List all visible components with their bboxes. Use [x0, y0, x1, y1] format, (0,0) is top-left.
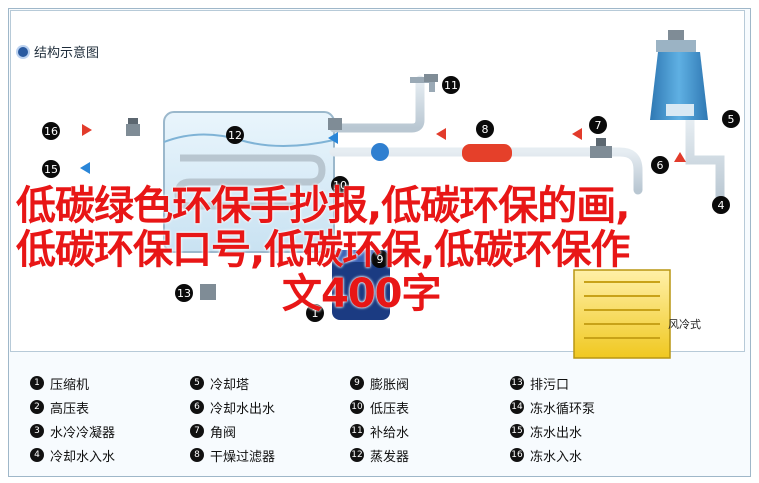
- overlay-line-2: 低碳环保口号,低碳环保,低碳环保作: [16, 227, 630, 273]
- legend-text: 高压表: [50, 401, 90, 417]
- left-pipes: [66, 126, 164, 172]
- badge-9: 9: [371, 250, 389, 268]
- overlay-line-1: 低碳绿色环保手抄报,低碳环保的画,: [16, 183, 630, 229]
- legend-text: 补给水: [370, 425, 410, 441]
- diagram-title: 结构示意图: [34, 46, 100, 61]
- legend-number: 3: [30, 424, 44, 438]
- legend-item: 14 冻水循环泵: [510, 398, 670, 417]
- legend-number: 2: [30, 400, 44, 414]
- legend-item: 2 高压表: [30, 398, 190, 417]
- diagram-header: 结构示意图: [18, 42, 99, 61]
- legend-item: 1 压缩机: [30, 374, 190, 393]
- valve-top: [328, 118, 342, 130]
- overlay-line-3: 文400字: [282, 271, 441, 317]
- legend-text: 低压表: [370, 401, 410, 417]
- legend-item: 9 膨胀阀: [350, 374, 510, 393]
- makeup-water-faucet: [410, 74, 438, 92]
- badge-10: 10: [331, 176, 349, 194]
- badge-13: 13: [175, 284, 193, 302]
- bullet-icon: [18, 46, 28, 57]
- legend-number: 7: [190, 424, 204, 438]
- badge-11: 11: [442, 76, 460, 94]
- legend-item: 8 干燥过滤器: [190, 446, 350, 465]
- legend-number: 9: [350, 376, 364, 390]
- valve-13: [200, 284, 216, 300]
- legend-text: 水冷冷凝器: [50, 425, 116, 441]
- legend-number: 5: [190, 376, 204, 390]
- legend-number: 12: [350, 448, 364, 462]
- air-cooled-condenser: [573, 269, 671, 359]
- legend-text: 冻水循环泵: [530, 401, 596, 417]
- valve-left: [126, 118, 140, 136]
- legend-number: 8: [190, 448, 204, 462]
- legend-item: 7 角阀: [190, 422, 350, 441]
- badge-5: 5: [722, 110, 740, 128]
- legend-item: 15 冻水出水: [510, 422, 670, 441]
- legend-number: 6: [190, 400, 204, 414]
- legend-number: 15: [510, 424, 524, 438]
- legend-item: 5 冷却塔: [190, 374, 350, 393]
- legend-text: 冻水入水: [530, 449, 583, 465]
- evaporator-coil: [174, 154, 326, 210]
- badge-1: 1: [306, 304, 324, 322]
- angle-valve: [590, 138, 612, 158]
- legend-number: 13: [510, 376, 524, 390]
- expansion-valve: [371, 143, 389, 161]
- badge-15: 15: [42, 160, 60, 178]
- legend-number: 11: [350, 424, 364, 438]
- air-cooled-label: 风冷式: [668, 318, 701, 331]
- legend-number: 14: [510, 400, 524, 414]
- legend-text: 排污口: [530, 377, 570, 393]
- legend-text: 压缩机: [50, 377, 90, 393]
- legend-number: 16: [510, 448, 524, 462]
- legend-text: 冷却水入水: [50, 449, 116, 465]
- legend-item: 12 蒸发器: [350, 446, 510, 465]
- badge-6: 6: [651, 156, 669, 174]
- legend-text: 蒸发器: [370, 449, 410, 465]
- badge-16: 16: [42, 122, 60, 140]
- badge-8: 8: [476, 120, 494, 138]
- legend-text: 冷却塔: [210, 377, 250, 393]
- legend-item: 16 冻水入水: [510, 446, 670, 465]
- legend-text: 干燥过滤器: [210, 449, 276, 465]
- badge-7: 7: [589, 116, 607, 134]
- cooling-tower: [650, 30, 708, 120]
- flow-arrows: [80, 124, 724, 214]
- dryer-filter: [462, 144, 512, 162]
- legend-item: 4 冷却水入水: [30, 446, 190, 465]
- legend-text: 冻水出水: [530, 425, 583, 441]
- legend-number: 1: [30, 376, 44, 390]
- legend: 1 压缩机 5 冷却塔 9 膨胀阀 13 排污口 2 高压表 6 冷却水出水 10 低压表 1…: [30, 374, 730, 465]
- badge-12: 12: [226, 126, 244, 144]
- legend-number: 10: [350, 400, 364, 414]
- legend-item: 13 排污口: [510, 374, 670, 393]
- legend-item: 11 补给水: [350, 422, 510, 441]
- legend-item: 6 冷却水出水: [190, 398, 350, 417]
- badge-4: 4: [712, 196, 730, 214]
- legend-text: 角阀: [210, 425, 237, 441]
- legend-text: 膨胀阀: [370, 377, 410, 393]
- legend-item: 10 低压表: [350, 398, 510, 417]
- legend-item: 3 水冷冷凝器: [30, 422, 190, 441]
- legend-number: 4: [30, 448, 44, 462]
- legend-text: 冷却水出水: [210, 401, 276, 417]
